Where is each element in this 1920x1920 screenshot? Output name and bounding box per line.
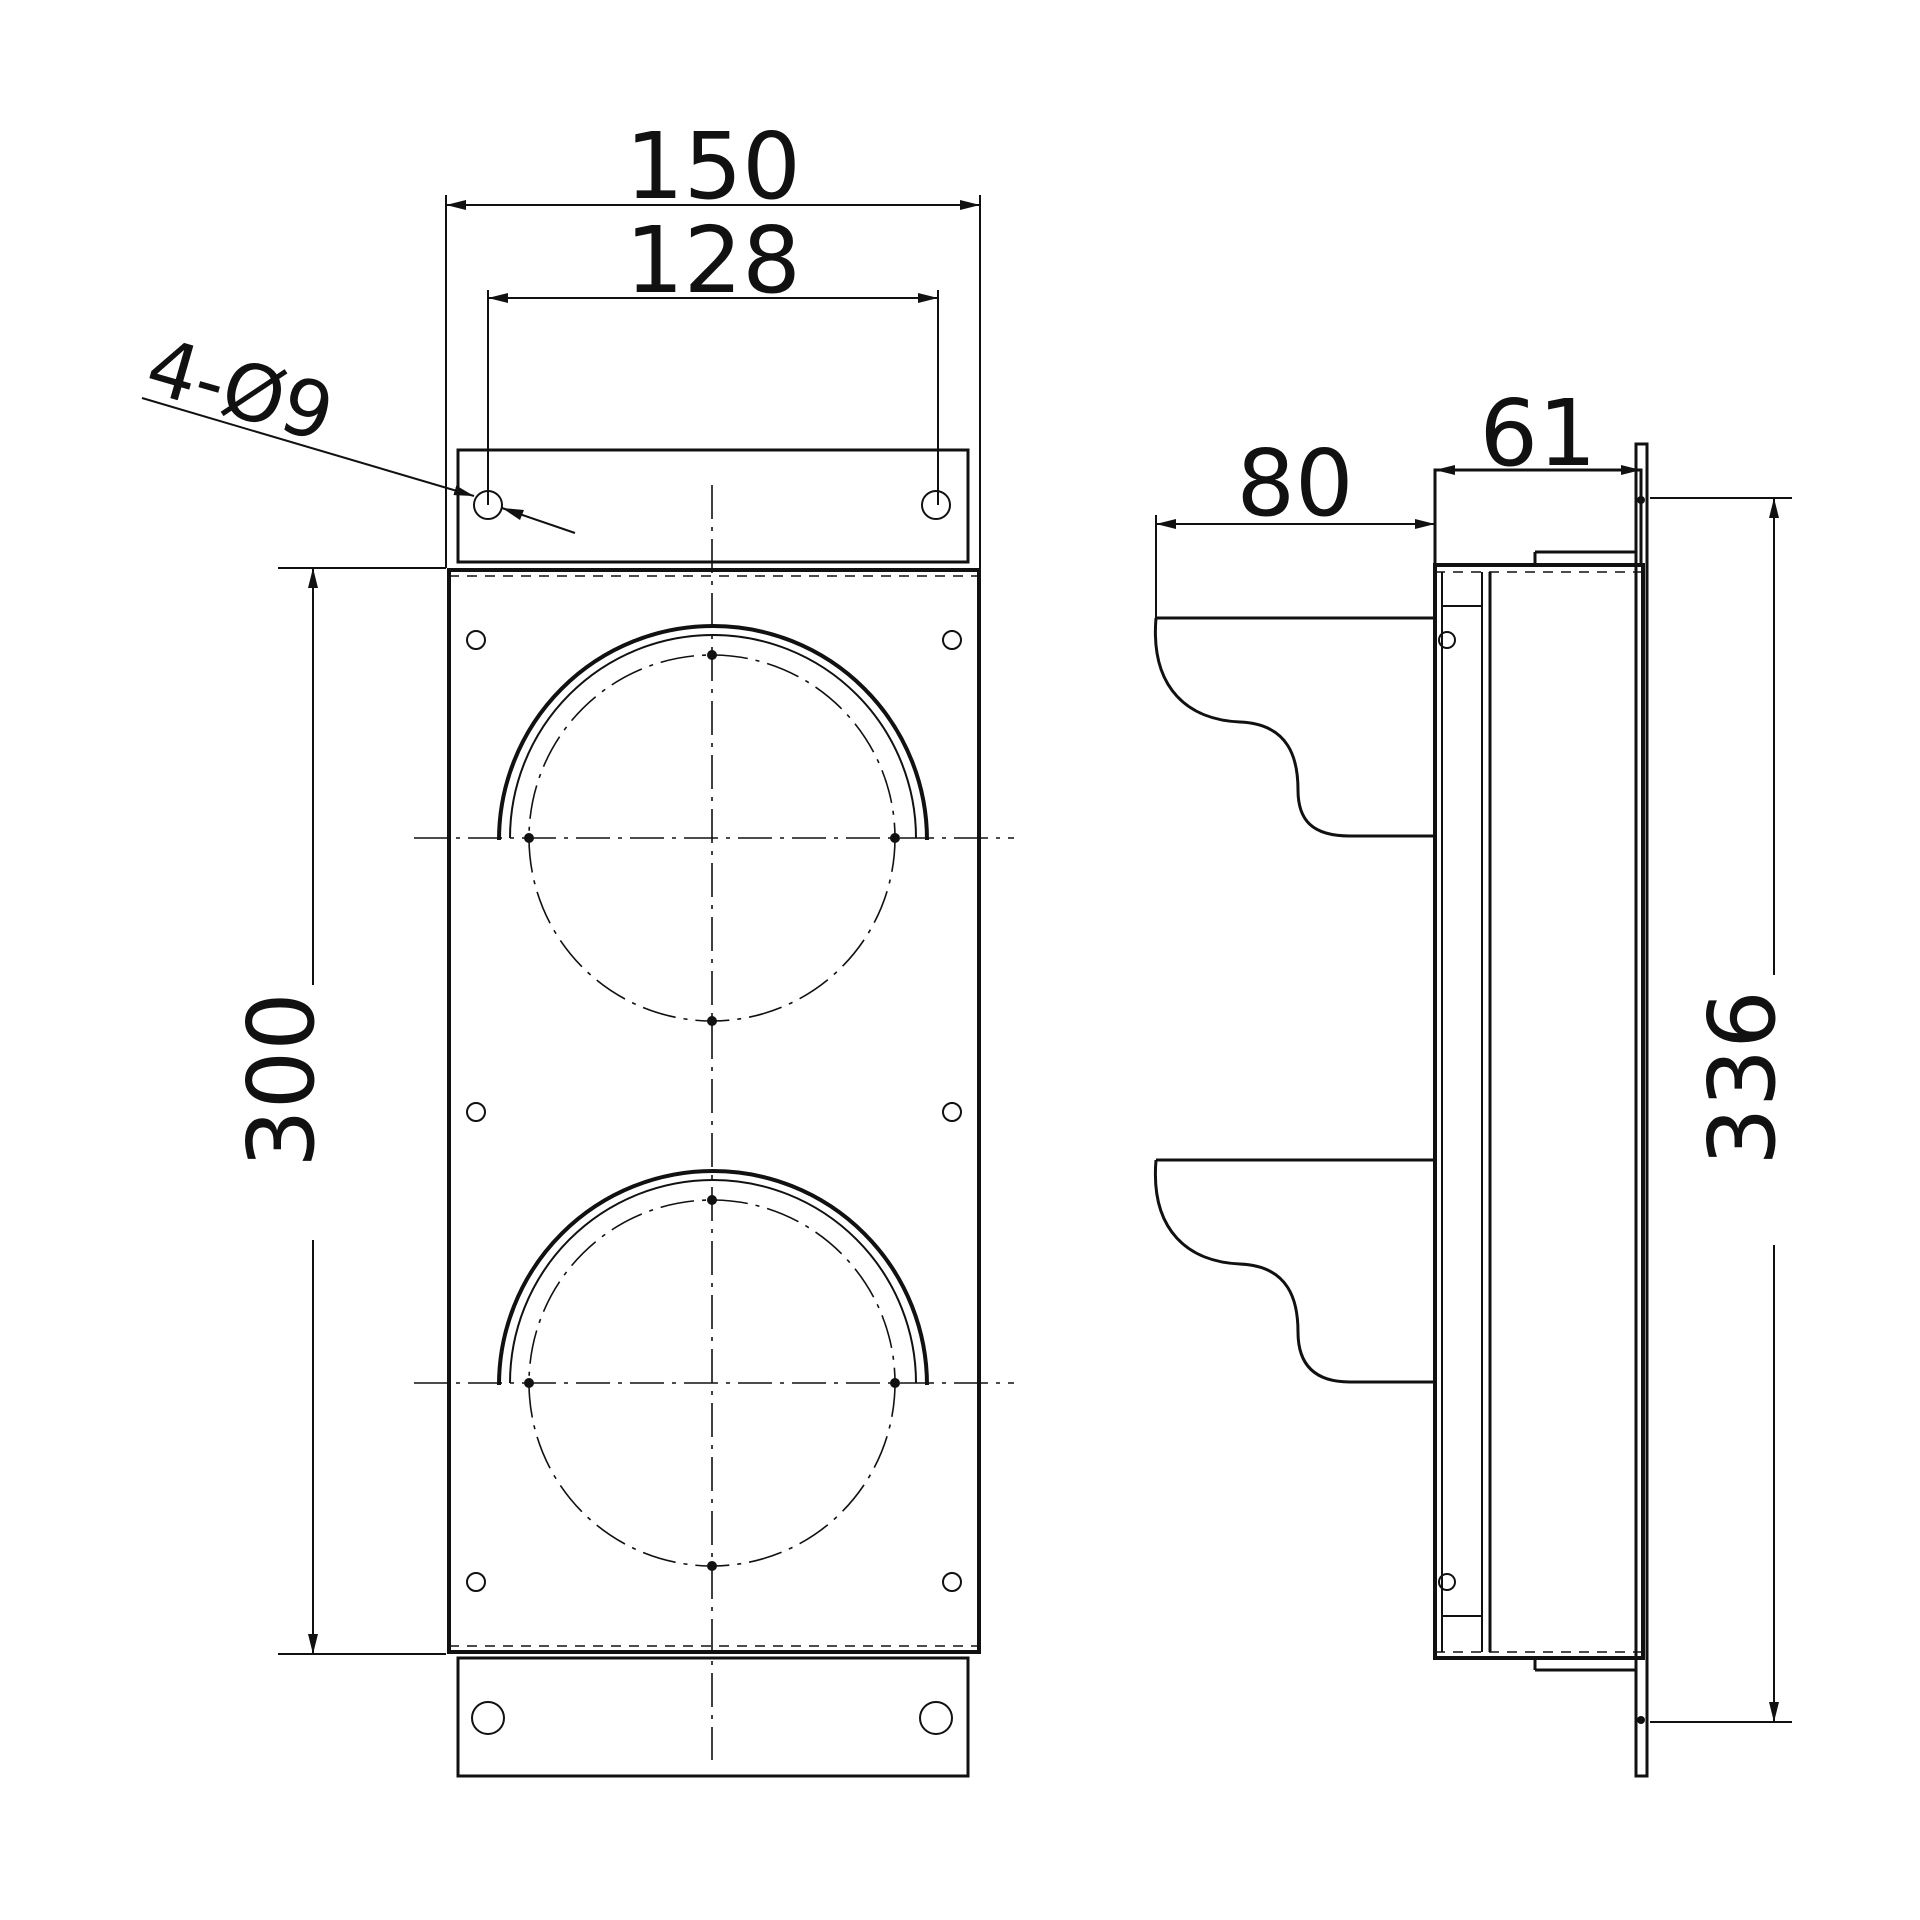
dimension-box-depth: 61 bbox=[1435, 380, 1641, 487]
side-view: 80 61 336 bbox=[1153, 380, 1813, 1778]
dimension-hole-spacing: 128 bbox=[487, 207, 939, 505]
flange-hole-bottom-right bbox=[919, 1701, 953, 1735]
flange-hole-bottom-left bbox=[471, 1701, 505, 1735]
screw-hole bbox=[466, 1102, 486, 1122]
body-plate bbox=[447, 568, 981, 1654]
dim-336-label: 336 bbox=[1689, 990, 1796, 1166]
dimension-overall-height: 336 bbox=[1650, 497, 1813, 1723]
lower-duct-opening bbox=[414, 1169, 1014, 1571]
screw-hole bbox=[942, 630, 962, 650]
dimension-overall-width: 150 bbox=[445, 113, 981, 568]
lower-bracket bbox=[1153, 1158, 1434, 1384]
screw-hole bbox=[942, 1102, 962, 1122]
dim-300-label: 300 bbox=[228, 992, 335, 1168]
top-flange bbox=[456, 448, 970, 564]
screw-hole bbox=[942, 1572, 962, 1592]
screw-hole bbox=[466, 630, 486, 650]
dim-80-label: 80 bbox=[1236, 430, 1353, 537]
dim-150-label: 150 bbox=[625, 113, 801, 220]
screw-hole bbox=[466, 1572, 486, 1592]
side-box bbox=[1433, 563, 1645, 1660]
front-view: 150 128 4-Ø9 300 bbox=[137, 113, 1014, 1778]
side-flange bbox=[1634, 442, 1649, 1778]
flange-hole-top-right bbox=[921, 490, 951, 520]
dimension-mount-depth: 80 bbox=[1155, 430, 1435, 618]
bottom-flange bbox=[456, 1656, 970, 1778]
upper-duct-opening bbox=[414, 624, 1014, 1026]
side-screw-hole bbox=[1438, 631, 1456, 649]
upper-bracket bbox=[1153, 616, 1434, 838]
hole-callout: 4-Ø9 bbox=[137, 322, 576, 534]
side-screw-hole bbox=[1438, 1573, 1456, 1591]
hole-callout-label: 4-Ø9 bbox=[137, 322, 343, 461]
dim-128-label: 128 bbox=[625, 207, 801, 314]
dim-61-label: 61 bbox=[1479, 380, 1596, 487]
dimension-body-height: 300 bbox=[228, 567, 446, 1655]
